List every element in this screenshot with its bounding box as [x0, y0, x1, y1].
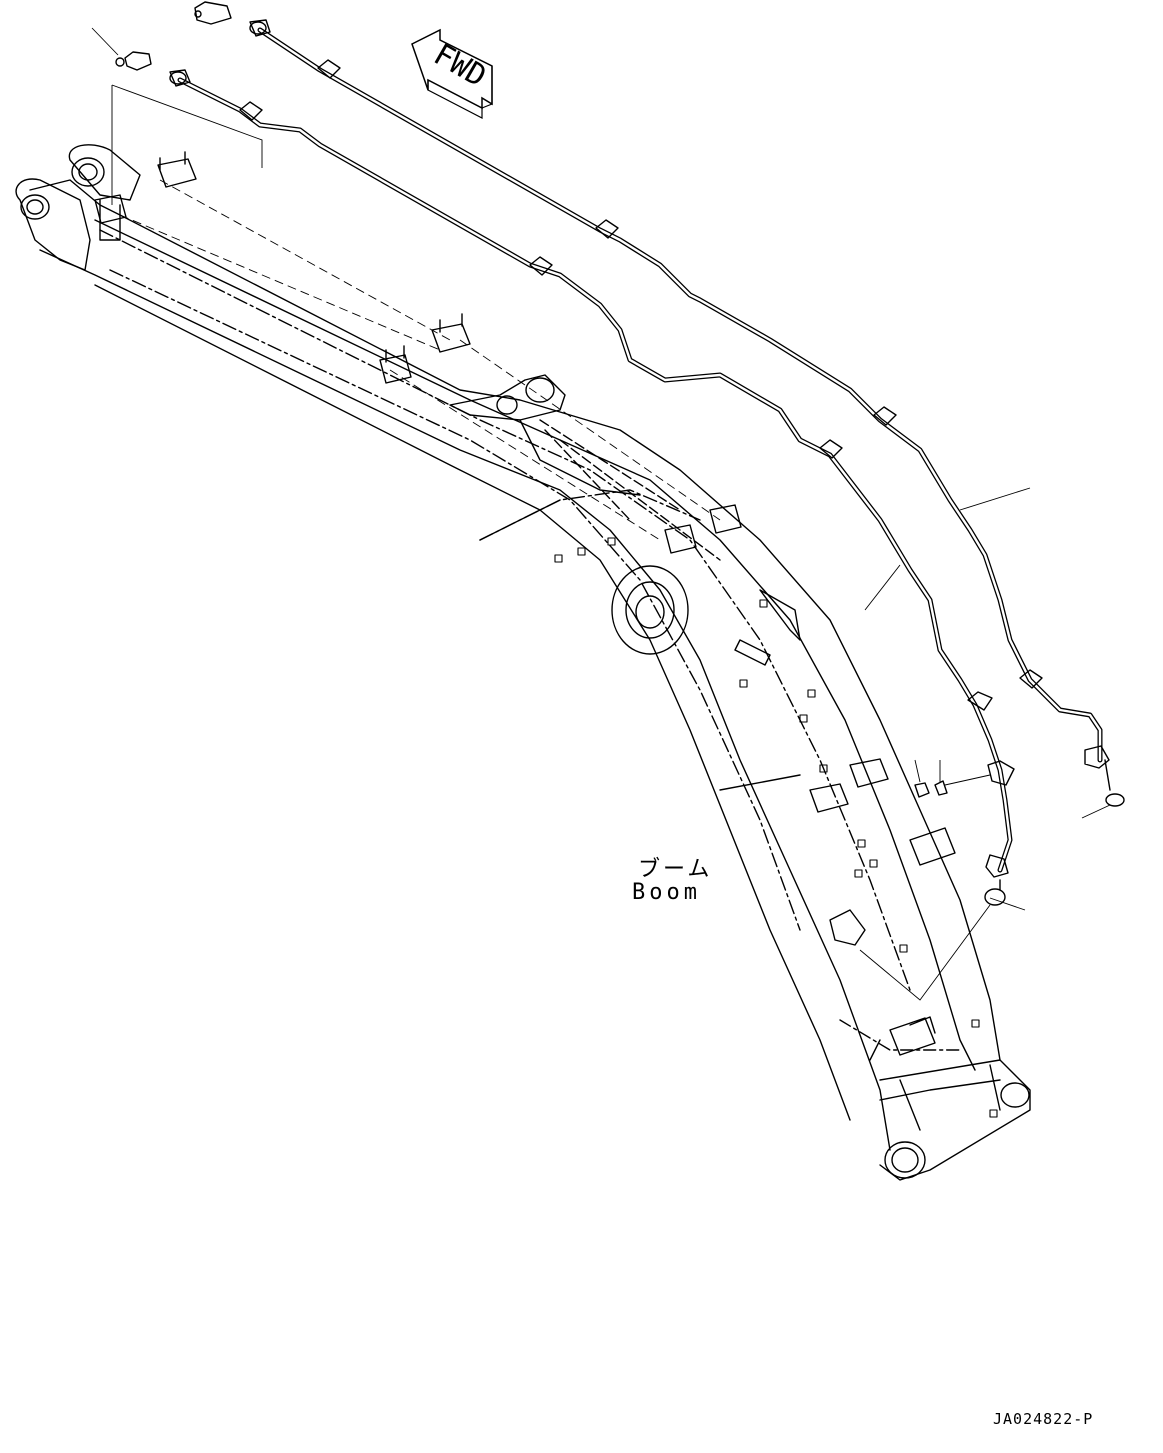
- boom-structure: [15, 144, 1031, 1181]
- loose-parts: [914, 780, 948, 798]
- hydraulic-pipe-outer: [249, 19, 1125, 807]
- boom-label-en: Boom: [632, 880, 701, 905]
- hydraulic-pipe-inner: [169, 69, 1015, 906]
- clamp-brackets: [94, 151, 956, 1056]
- forward-arrow: FWD: [411, 28, 493, 119]
- top-fittings: [115, 1, 232, 71]
- mount-pads: [554, 537, 998, 1118]
- boom-label-jp: ブーム: [638, 857, 712, 882]
- drawing-code: JA024822-P: [993, 1410, 1093, 1428]
- leader-lines: [91, 27, 1111, 1001]
